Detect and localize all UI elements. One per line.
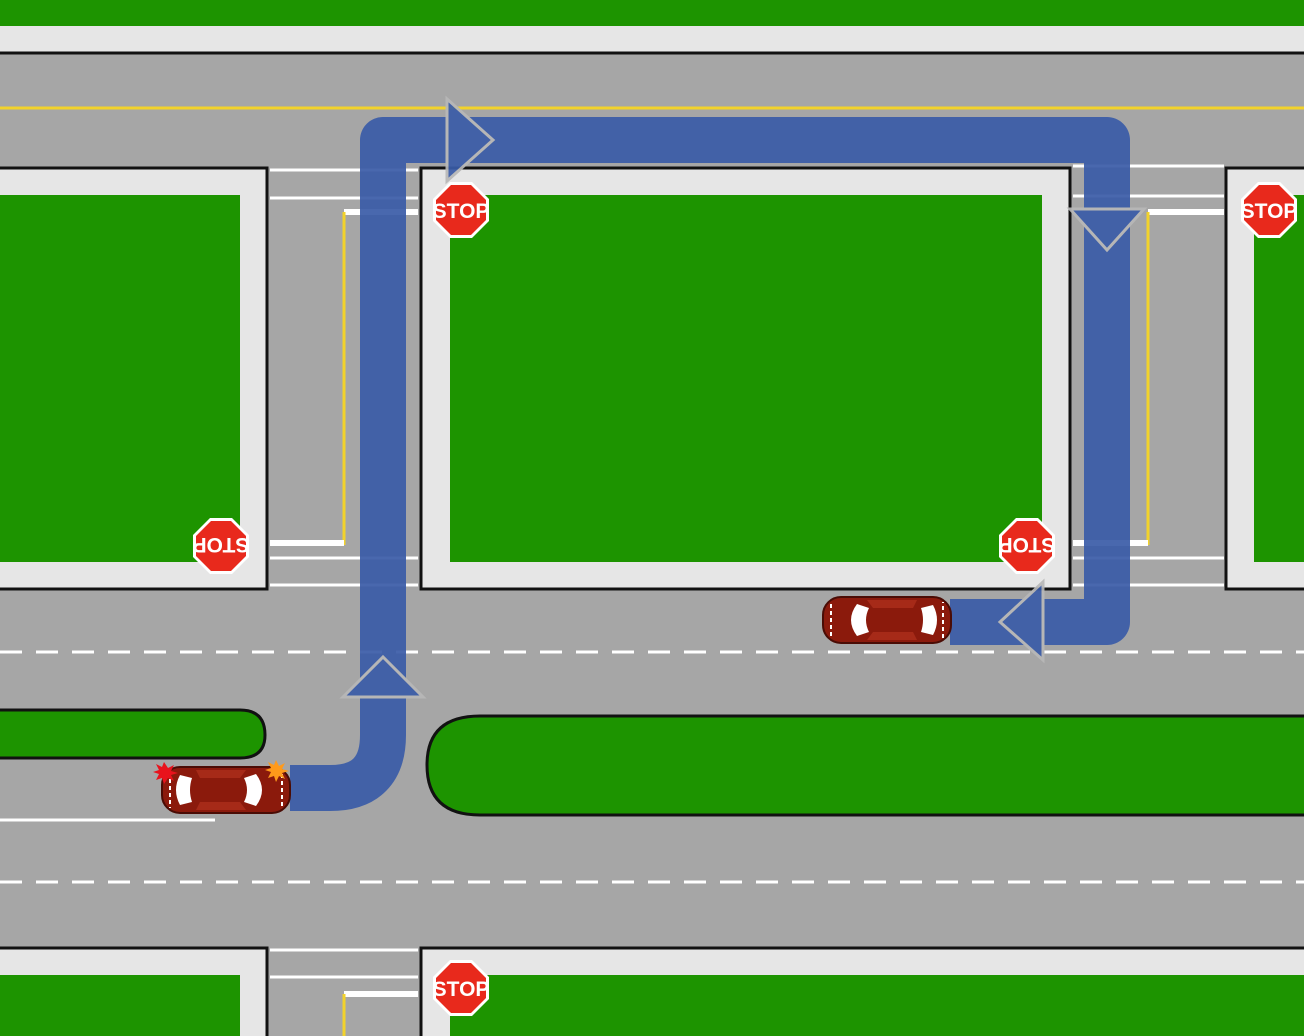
svg-text:STOP: STOP (999, 533, 1056, 556)
top-grass-strip (0, 0, 1304, 55)
stop-sign-icon: STOP (999, 518, 1056, 574)
city-block-left (0, 166, 269, 591)
turn-signal-icon (265, 760, 289, 782)
svg-text:STOP: STOP (433, 200, 490, 223)
city-block-right (1224, 166, 1304, 591)
car-icon (153, 760, 291, 814)
bottom-blocks (0, 946, 1304, 1036)
svg-text:STOP: STOP (433, 978, 490, 1001)
brake-light-icon (153, 762, 178, 784)
city-block-center (419, 166, 1072, 591)
stop-sign-icon: STOP (433, 960, 490, 1016)
median-right (425, 714, 1304, 817)
svg-text:STOP: STOP (193, 533, 250, 556)
stop-sign-icon: STOP (433, 182, 490, 238)
stop-sign-icon: STOP (193, 518, 250, 574)
svg-text:STOP: STOP (1241, 200, 1298, 223)
median-left (0, 708, 267, 760)
stop-sign-icon: STOP (1241, 182, 1298, 238)
car-icon (822, 596, 952, 644)
u-turn-route-arrow (290, 95, 1148, 811)
